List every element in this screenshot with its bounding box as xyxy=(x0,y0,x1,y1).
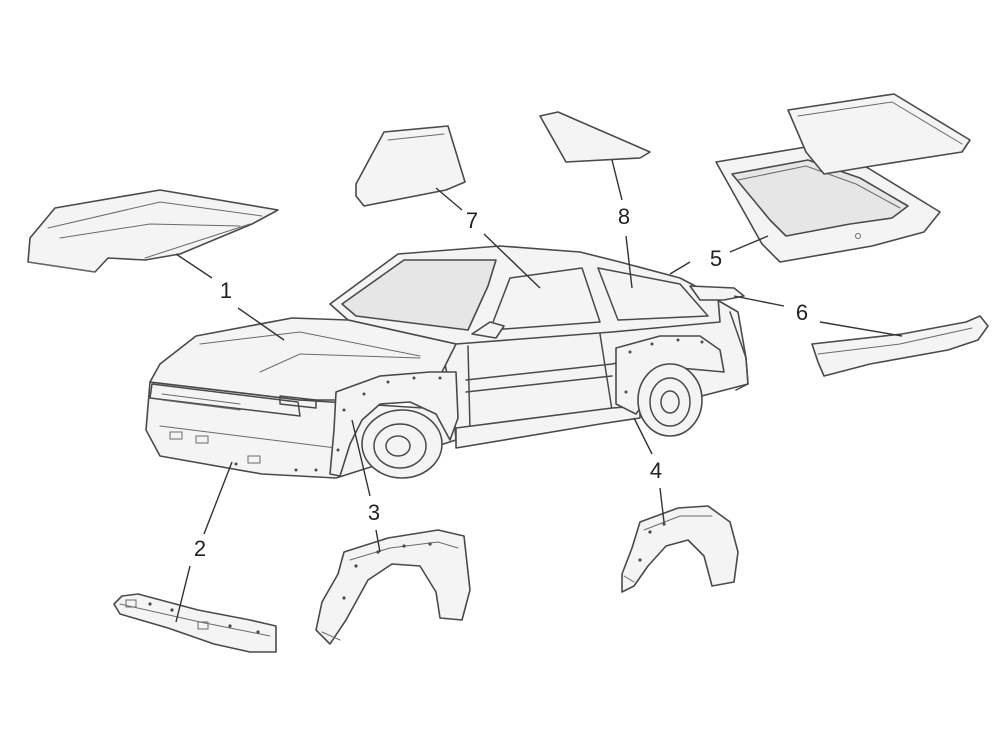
hood-panel-part xyxy=(27,189,279,273)
leader-1a xyxy=(175,253,213,279)
rear-hatch-part xyxy=(715,93,971,263)
leader-5b xyxy=(729,235,769,253)
door-window-part xyxy=(355,125,466,207)
leader-7b xyxy=(483,233,541,289)
rear-fender-flare-part xyxy=(621,505,739,593)
callout-6: 6 xyxy=(796,300,808,325)
leader-2b xyxy=(175,565,191,623)
rear-spoiler-part xyxy=(811,315,989,377)
callout-1: 1 xyxy=(220,278,232,303)
callout-2: 2 xyxy=(194,536,206,561)
leader-7a xyxy=(435,187,463,211)
car-body xyxy=(145,245,749,479)
leader-8a xyxy=(611,159,623,201)
front-lip-spoiler-part xyxy=(113,593,277,653)
leader-1b xyxy=(237,307,285,341)
leader-6b xyxy=(819,321,903,337)
callout-8: 8 xyxy=(618,204,630,229)
callout-5: 5 xyxy=(710,246,722,271)
leader-8b xyxy=(625,235,633,289)
leader-3b xyxy=(375,529,381,553)
leader-4b xyxy=(659,487,665,523)
leader-lines xyxy=(175,159,903,623)
leader-2a xyxy=(203,461,233,535)
leader-5 xyxy=(669,261,691,275)
callout-3: 3 xyxy=(368,500,380,525)
callout-4: 4 xyxy=(650,458,662,483)
leader-3a xyxy=(351,419,371,497)
leader-6a xyxy=(733,295,785,307)
leader-4a xyxy=(633,417,653,455)
front-fender-flare-part xyxy=(315,529,471,645)
callout-labels: 1 2 3 4 5 6 7 8 xyxy=(194,204,808,561)
callout-7: 7 xyxy=(466,208,478,233)
quarter-window-part xyxy=(539,111,651,163)
